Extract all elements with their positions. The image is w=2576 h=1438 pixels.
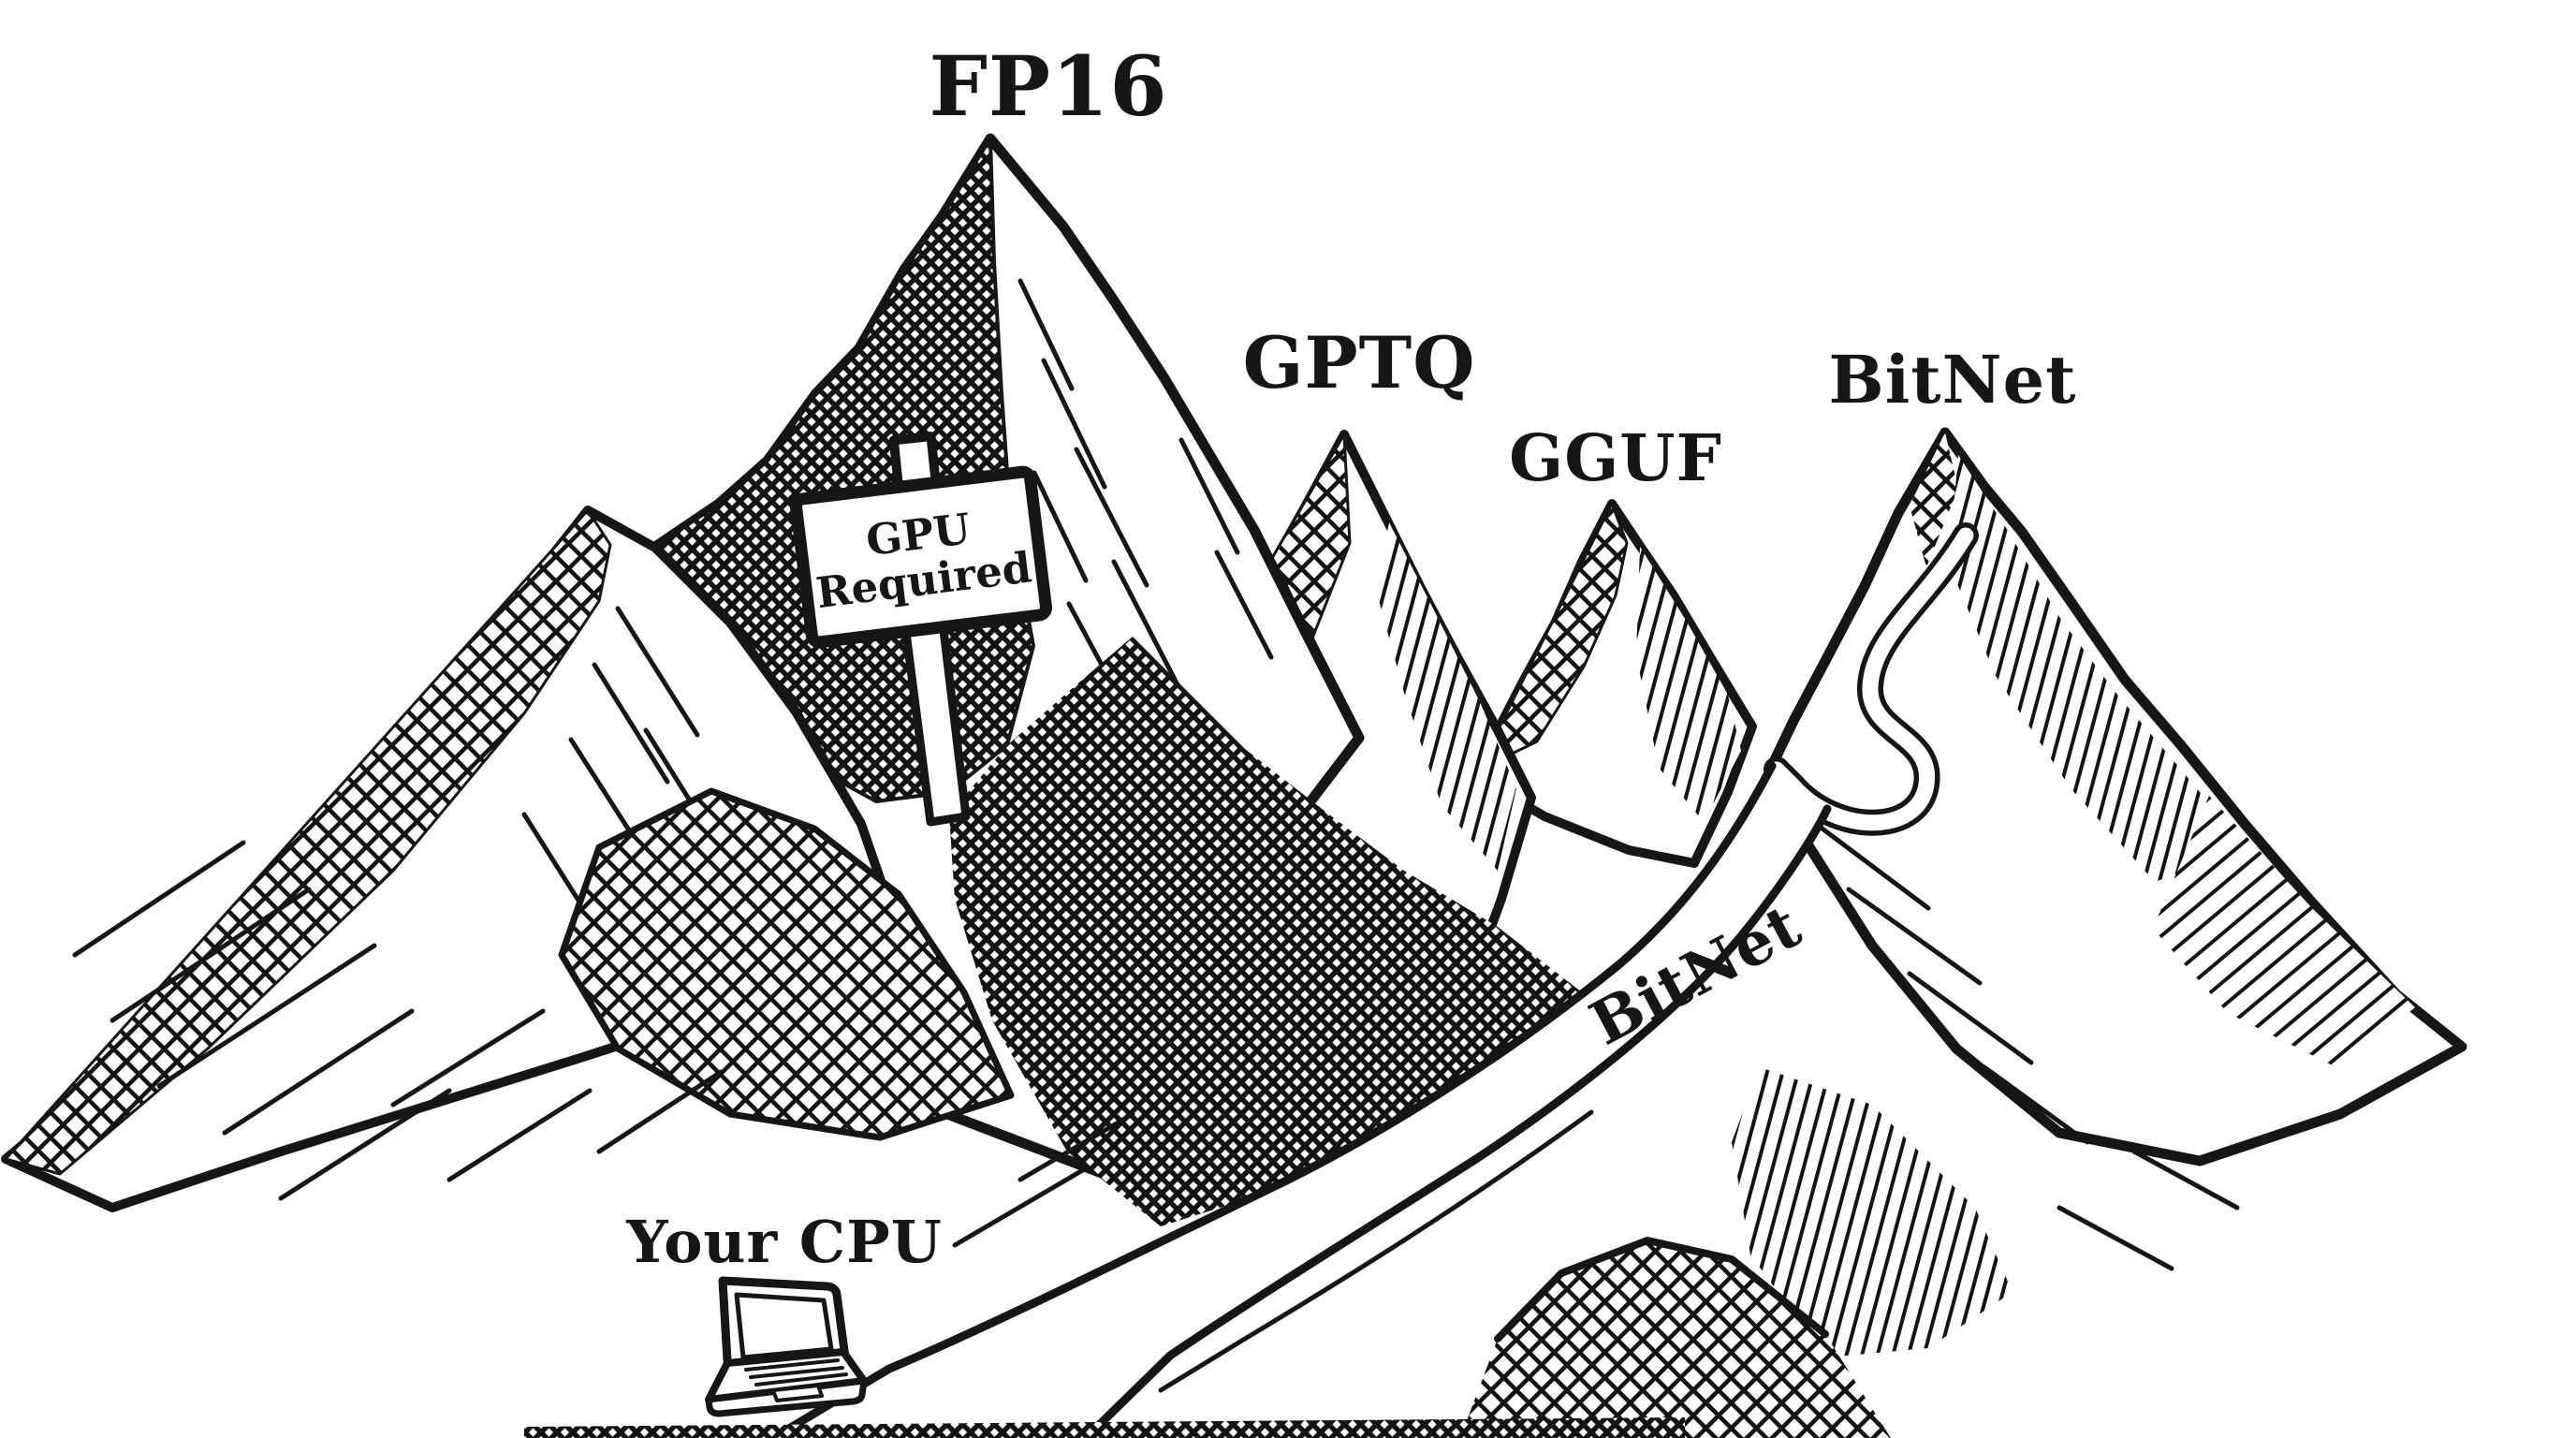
left-mountain [1, 506, 901, 1212]
bottom-hatch-strip [524, 1417, 1685, 1438]
valley-shading [949, 637, 1582, 1226]
peak-label-gptq: GPTQ [1242, 321, 1476, 404]
peak-label-fp16: FP16 [929, 37, 1168, 135]
switchback-trail [1764, 522, 1979, 836]
sign-board [789, 465, 1053, 649]
gpu-required-sign [789, 432, 1053, 827]
foothill-ridge [558, 787, 1015, 1141]
gully-shading [1732, 1067, 2012, 1357]
gguf-mountain [1467, 499, 1757, 868]
peak-label-gguf: GGUF [1509, 421, 1722, 496]
ground-hatch-strokes [72, 840, 2240, 1271]
bitnet-road [768, 761, 1832, 1438]
bitnet-mountain [1732, 427, 2467, 1357]
bottom-right-mound [1460, 1237, 1891, 1438]
laptop-icon [705, 1276, 868, 1417]
peak-label-bitnet: BitNet [1828, 341, 2077, 418]
cpu-label: Your CPU [626, 1208, 943, 1276]
